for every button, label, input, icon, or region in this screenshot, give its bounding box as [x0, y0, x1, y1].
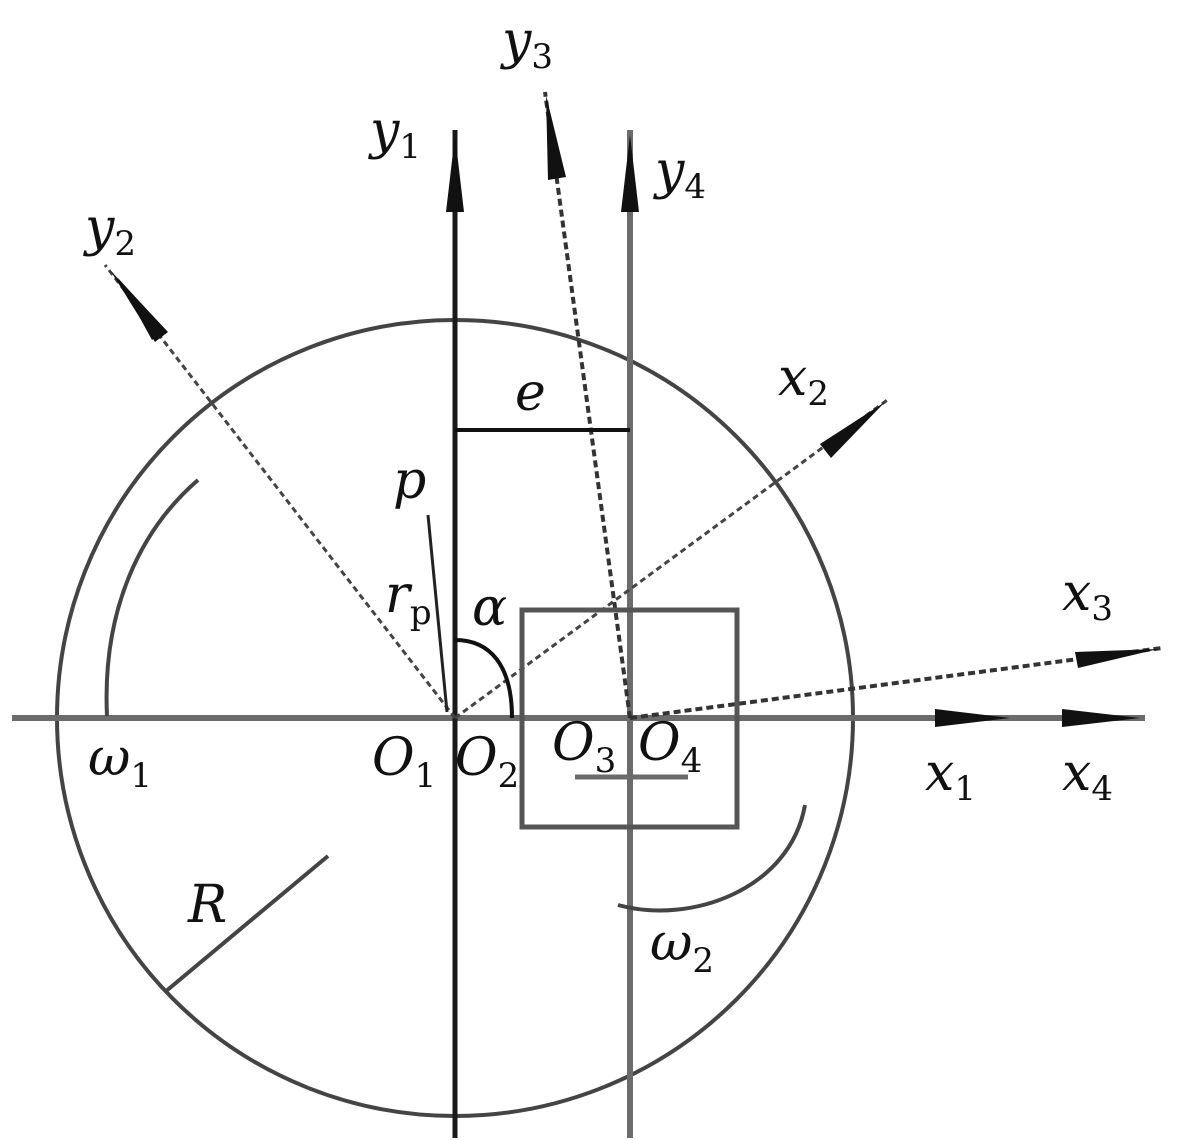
label-y4: y4 — [653, 141, 706, 207]
label-y3: y3 — [500, 11, 553, 77]
y2-axis — [103, 264, 457, 719]
label-y1: y1 — [368, 101, 421, 167]
x3-axis — [629, 646, 1163, 720]
label-O4: O4 — [638, 713, 702, 781]
label-O1: O1 — [372, 728, 436, 796]
y2-arrowhead-body — [118, 278, 165, 340]
x3-arrowhead — [1075, 649, 1158, 668]
alpha-arc — [454, 638, 514, 719]
label-alpha: α — [472, 578, 507, 638]
omega2-arc — [617, 804, 807, 913]
x2-arrowhead — [820, 402, 885, 458]
label-x3: x3 — [1062, 563, 1113, 629]
label-omega2: ω2 — [650, 913, 714, 981]
label-rp: rp — [385, 565, 432, 633]
label-x2: x2 — [778, 348, 829, 414]
x1-arrowhead — [935, 709, 1010, 727]
label-x1: x1 — [925, 743, 976, 809]
label-y2: y2 — [83, 198, 136, 264]
rp-line — [426, 514, 449, 713]
x2-axis — [454, 396, 891, 720]
label-omega1: ω1 — [88, 728, 152, 796]
label-p: p — [393, 451, 426, 511]
y4-arrowhead — [621, 135, 639, 212]
label-x4: x4 — [1062, 743, 1113, 809]
y3-axis — [543, 91, 632, 719]
label-e: e — [515, 363, 546, 423]
y1-arrowhead — [446, 135, 464, 212]
label-O2: O2 — [455, 728, 519, 796]
label-R: R — [187, 875, 227, 935]
square — [519, 607, 740, 830]
y3-arrowhead — [546, 95, 566, 180]
label-O3: O3 — [552, 713, 616, 781]
x4-arrowhead — [1062, 709, 1140, 727]
omega1-arc — [104, 478, 200, 717]
R-radius-line — [163, 854, 330, 994]
